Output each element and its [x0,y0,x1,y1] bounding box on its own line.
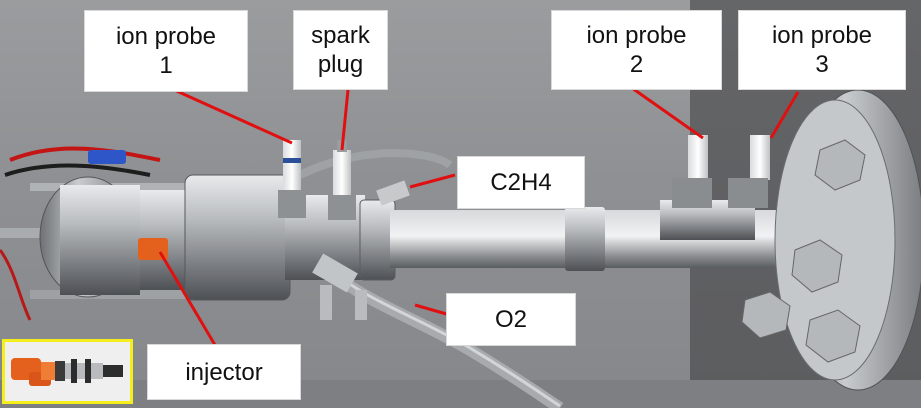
label-ion-probe-3: ion probe 3 [738,10,906,90]
injector-inset-image [5,342,130,401]
label-ion-probe-3-line1: ion probe [771,22,873,49]
spark-plug-nut [328,195,356,220]
hex-bolt [791,239,843,293]
ion-probe-2-ceramic [688,135,708,180]
label-ion-probe-2-line2: 2 [629,51,644,78]
ion-probe-1-ceramic [283,140,301,190]
leader-injector [158,251,217,346]
label-ion-probe-2-line1: ion probe [586,22,687,49]
tube-coupling [565,207,605,271]
blue-connector [88,150,126,164]
leader-o2 [414,303,451,317]
label-c2h4-text: C2H4 [490,169,552,196]
hex-bolt [805,309,861,363]
left-flange-body [60,185,140,295]
coupling-flange [359,199,396,281]
leader-ion-probe-2 [631,86,704,140]
ion-probe-1-nut [278,190,306,218]
injector-inset [2,339,133,404]
wire-red-lower [0,249,32,321]
c2h4-fitting [376,180,410,206]
label-spark-plug-line2: plug [317,51,364,78]
ion-probe-2-nut [672,178,712,208]
label-ion-probe-1-line2: 1 [159,52,173,79]
o2-fitting [312,253,358,293]
leader-ion-probe-3 [769,91,800,139]
ion-probe-3-ceramic [750,135,770,180]
label-ion-probe-2: ion probe 2 [551,10,722,90]
right-flange-face [774,99,896,381]
label-o2-text: O2 [494,306,527,333]
label-c2h4: C2H4 [457,156,585,209]
leader-spark-plug [340,89,350,151]
combustor-block [184,174,291,301]
label-ion-probe-1-line1: ion probe [115,23,217,50]
label-injector-text: injector [185,358,263,386]
wire-black [4,163,151,177]
wire-red [9,146,161,162]
label-ion-probe-1: ion probe 1 [84,10,248,92]
label-injector: injector [147,344,301,400]
hex-bolt [814,139,866,191]
leader-ion-probe-1 [169,86,293,145]
hex-bolt [741,291,791,339]
spark-plug-ceramic [333,150,351,195]
label-spark-plug: spark plug [293,10,388,90]
ion-probe-1-band [283,158,301,163]
lower-fitting [355,290,367,320]
label-o2: O2 [446,293,576,346]
leader-c2h4 [409,173,456,189]
label-ion-probe-3-line2: 3 [815,51,829,78]
c2h4-line [298,149,453,179]
table-edge [0,380,921,408]
lower-fitting [320,285,332,320]
label-spark-plug-line1: spark [311,22,370,49]
ion-probe-3-nut [728,178,768,208]
